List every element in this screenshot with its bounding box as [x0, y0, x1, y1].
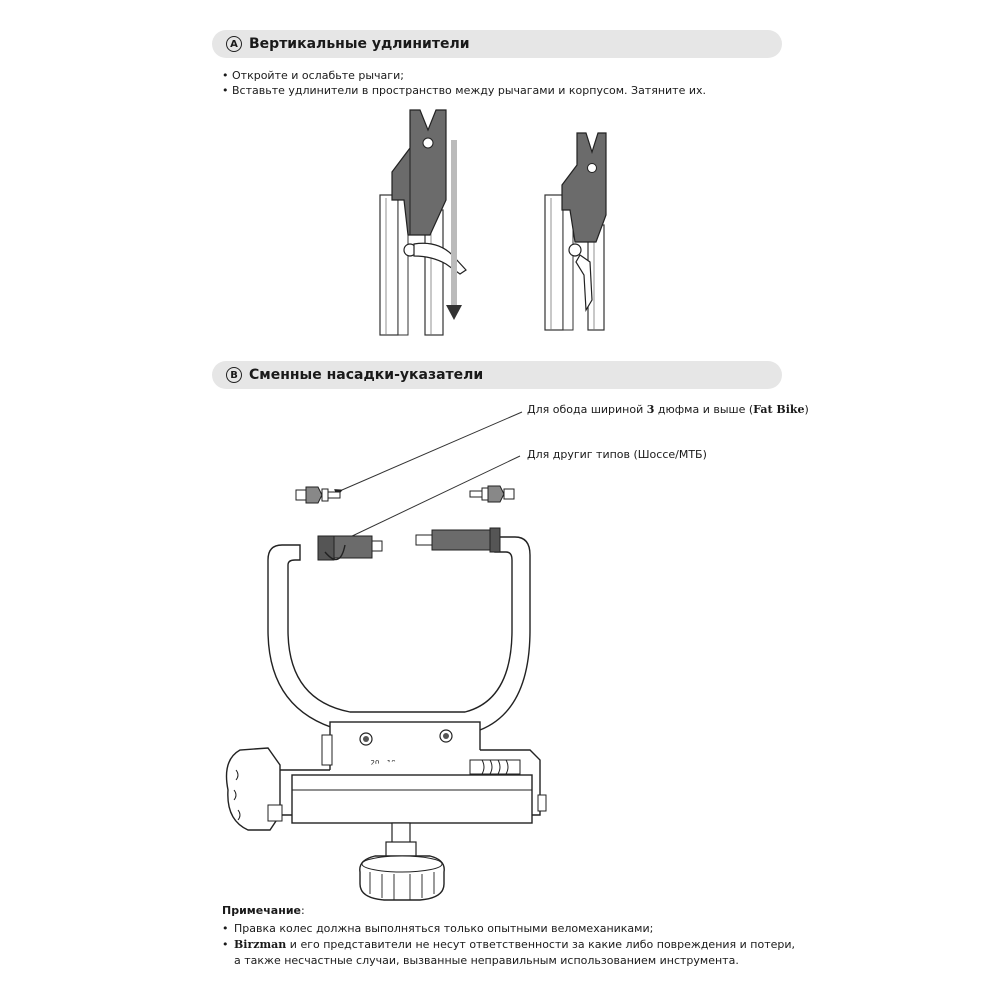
note-item: Правка колес должна выполняться только о…	[222, 921, 795, 937]
note-list: Правка колес должна выполняться только о…	[222, 921, 795, 969]
section-a-letter: A	[226, 36, 242, 52]
note-item-text-line2: а также несчастные случаи, вызванные неп…	[234, 954, 739, 967]
section-b-title: Сменные насадки-указатели	[249, 367, 484, 383]
truing-caliper: 201001020	[225, 527, 547, 901]
callout-fat-bold: Fat Bike	[753, 403, 805, 416]
section-b-header: B Сменные насадки-указатели	[212, 361, 782, 389]
callout-fat-bike: Для обода шириной 3 дюфма и выше (Fat Bi…	[527, 403, 809, 416]
pointer-tip-left	[295, 486, 341, 504]
note-title: Примечание	[222, 904, 301, 917]
callout-fat-suffix: )	[804, 403, 809, 416]
callout-fat-prefix: Для обода шириной	[527, 403, 647, 416]
note-title-suffix: :	[300, 904, 305, 917]
callout-line-other	[339, 455, 521, 545]
section-a-header: A Вертикальные удлинители	[212, 30, 782, 58]
base-bar	[291, 774, 533, 824]
callout-line-fat	[333, 411, 523, 497]
instruction-item: Вставьте удлинители в пространство между…	[222, 83, 706, 98]
side-knob	[225, 747, 281, 831]
rotate-arrow-icon	[324, 544, 346, 561]
extender-figure-after	[544, 132, 607, 331]
callout-fat-number: 3	[646, 403, 655, 416]
quick-release-lever	[575, 254, 593, 312]
brand-name: Birzman	[234, 938, 287, 951]
insert-arrow-icon	[446, 305, 462, 320]
section-a-instructions: Откройте и ослабьте рычаги; Вставьте удл…	[222, 68, 706, 98]
note-heading: Примечание:	[222, 904, 305, 917]
pointer-tip-right	[469, 485, 515, 503]
callout-other: Для другиг типов (Шоссе/МТБ)	[527, 448, 707, 461]
extender-block	[561, 132, 607, 243]
instruction-item: Откройте и ослабьте рычаги;	[222, 68, 706, 83]
callout-fat-middle: дюфма и выше (	[654, 403, 754, 416]
section-a-title: Вертикальные удлинители	[249, 36, 470, 52]
extender-figure-before	[379, 109, 467, 336]
note-item: Birzman и его представители не несут отв…	[222, 937, 795, 969]
note-item-text: и его представители не несут ответственн…	[286, 938, 796, 951]
section-b-letter: B	[226, 367, 242, 383]
scale-label: 20	[371, 759, 380, 767]
